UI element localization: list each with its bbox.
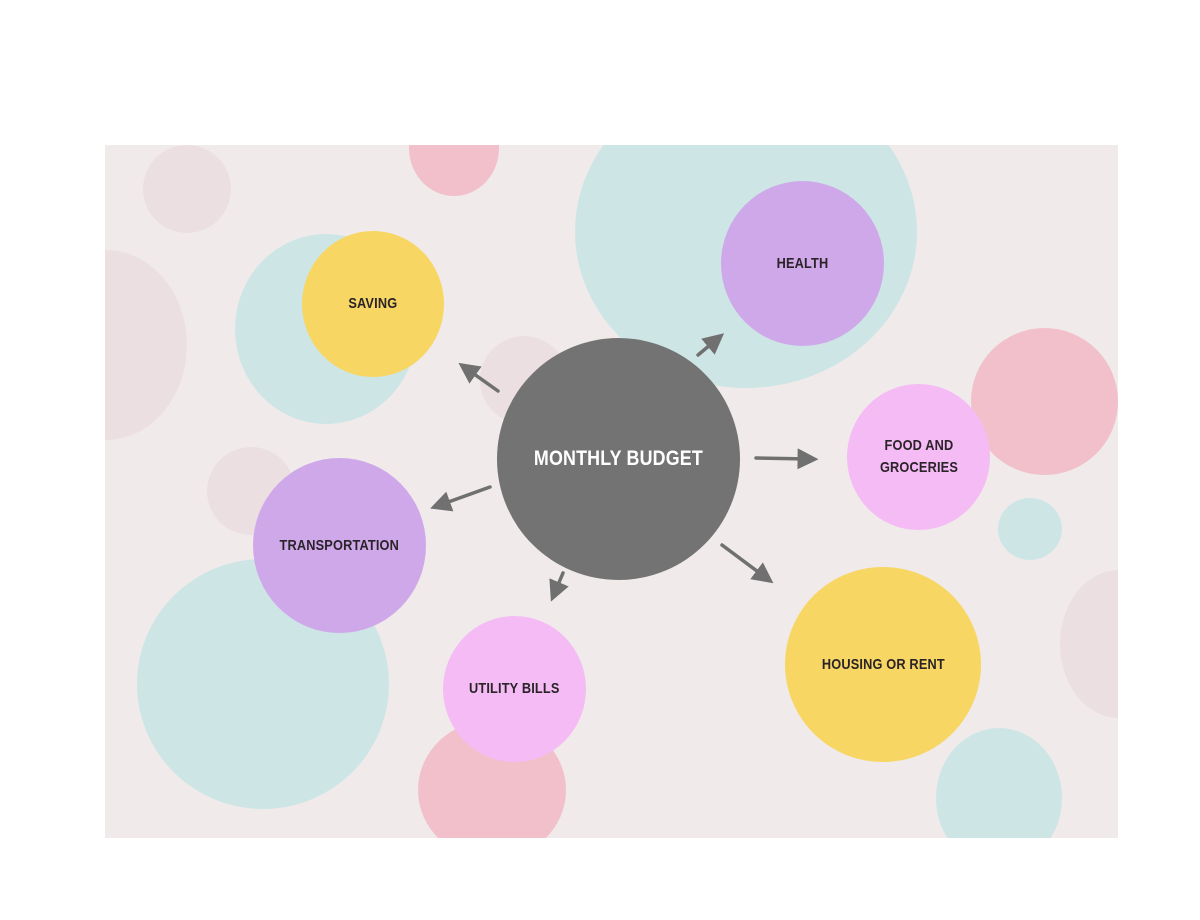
decor-bubble [409,145,499,196]
decor-bubble [971,328,1118,475]
decor-bubble [105,250,187,440]
center-label: MONTHLY BUDGET [533,447,703,470]
decor-bubble [1060,570,1118,718]
node-monthly-budget[interactable]: MONTHLY BUDGET [497,338,740,580]
node-utility-bills[interactable]: UTILITY BILLS [443,616,586,762]
decor-bubble [998,498,1062,560]
node-label: TRANSPORTATION [279,536,400,554]
decor-bubble [143,145,231,233]
arrow-to-food [754,448,819,470]
decor-bubble [936,728,1062,838]
node-saving[interactable]: SAVING [302,231,444,377]
node-label: HOUSING OR RENT [821,655,945,673]
node-label: UTILITY BILLS [469,680,560,697]
node-housing-or-rent[interactable]: HOUSING OR RENT [785,567,981,762]
node-health[interactable]: HEALTH [721,181,884,346]
arrow-to-utility [549,571,569,602]
node-label: SAVING [348,295,398,312]
arrow-to-housing [720,543,774,584]
node-food-and-groceries[interactable]: FOOD AND GROCERIES [847,384,990,530]
node-transportation[interactable]: TRANSPORTATION [253,458,426,633]
node-label: FOOD AND GROCERIES [879,437,958,476]
node-label: HEALTH [776,254,829,272]
arrow-to-transportation [430,485,492,512]
mind-map-canvas: SAVING HEALTH FOOD AND GROCERIES HOUSING… [105,145,1118,838]
